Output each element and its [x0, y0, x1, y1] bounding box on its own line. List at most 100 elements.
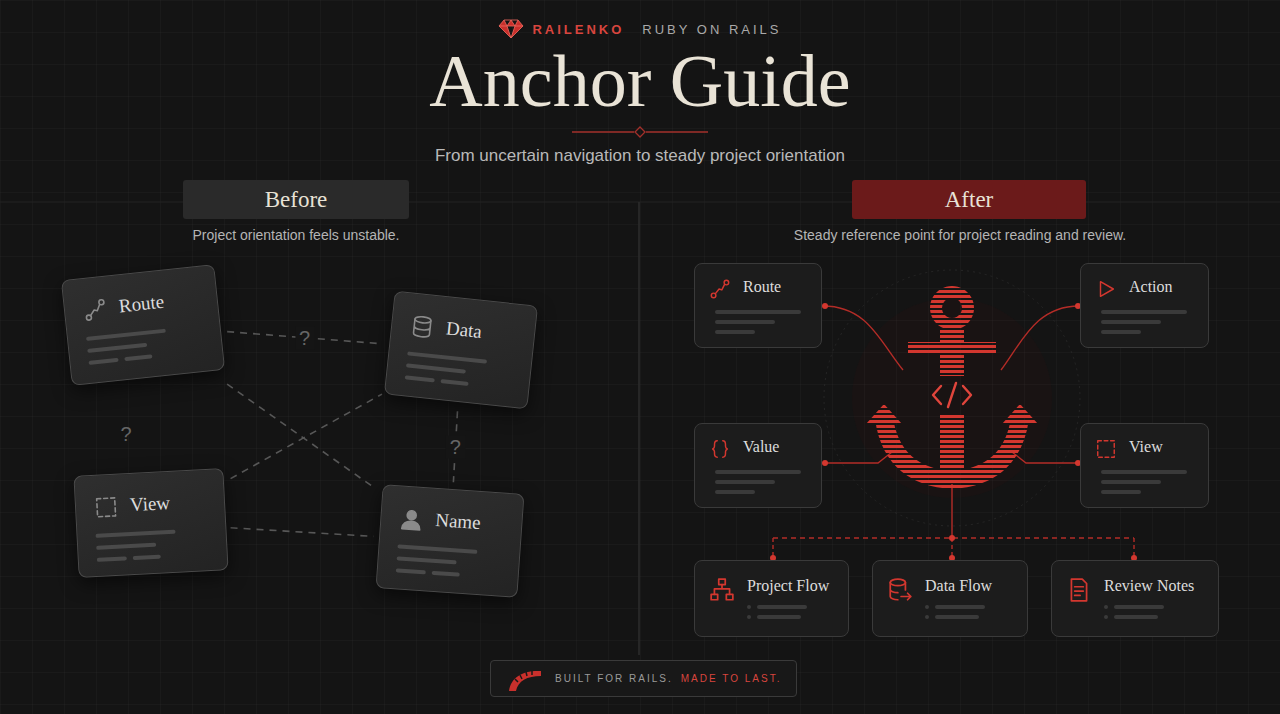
ruby-gem-icon — [498, 19, 524, 39]
placeholder-line — [133, 555, 161, 560]
icon-graphic — [94, 495, 119, 520]
icon-graphic — [709, 438, 731, 460]
anchored-card: Review Notes — [1051, 560, 1219, 637]
placeholder-line — [96, 543, 156, 550]
placeholder-line — [95, 530, 175, 538]
icon-graphic — [1095, 438, 1117, 460]
anchored-card: Action — [1080, 263, 1209, 348]
card-title: View — [129, 492, 170, 516]
placeholder-line — [124, 354, 152, 361]
placeholder-line — [87, 343, 147, 353]
connector-label: ? — [295, 326, 314, 349]
placeholder-line — [397, 544, 477, 554]
placeholder-line — [86, 329, 166, 341]
icon-notes — [1066, 577, 1092, 607]
anchored-card: View — [1080, 423, 1209, 508]
divider-line — [638, 202, 640, 655]
panel-subtitle: Steady reference point for project readi… — [760, 227, 1160, 243]
icon-graphic — [409, 314, 435, 340]
panel-subtitle: Project orientation feels unstable. — [96, 227, 496, 243]
icon-db — [409, 314, 436, 344]
title-ornament — [572, 127, 708, 137]
halo-glow — [852, 298, 1052, 498]
placeholder-line — [1114, 615, 1158, 619]
placeholder-line — [1114, 605, 1164, 609]
dashed-connector — [231, 394, 382, 478]
placeholder-line — [405, 375, 435, 382]
icon-graphic — [82, 297, 108, 323]
placeholder-line — [1101, 330, 1141, 334]
rails-logo — [507, 667, 543, 693]
placeholder-line — [1101, 320, 1161, 324]
placeholder-line — [432, 571, 460, 577]
placeholder-line — [97, 556, 127, 562]
badge-accent: MADE TO LAST. — [681, 673, 782, 684]
placeholder-line — [1101, 490, 1141, 494]
icon-graphic — [1095, 278, 1117, 300]
placeholder-dot — [925, 615, 929, 619]
brand-name: RAILENKO — [532, 22, 624, 37]
tab-label: After — [945, 187, 994, 213]
placeholder-line — [715, 490, 755, 494]
brand-row: RAILENKO RUBY ON RAILS — [0, 18, 1280, 40]
diagram-subtitle: From uncertain navigation to steady proj… — [435, 146, 845, 166]
card-title: Project Flow — [747, 577, 829, 595]
icon-view — [94, 495, 119, 524]
floating-card: Name — [376, 484, 525, 598]
tab-label: Before — [265, 187, 328, 213]
icon-graphic — [709, 577, 735, 603]
placeholder-line — [715, 480, 775, 484]
icon-braces — [709, 438, 731, 464]
brand-tagline: RUBY ON RAILS — [642, 22, 781, 37]
icon-route — [82, 297, 109, 327]
question-mark: ? — [114, 423, 138, 446]
card-title: Route — [118, 291, 165, 318]
card-title: Data — [445, 317, 483, 343]
placeholder-line — [1101, 470, 1187, 474]
connector-label: ? — [446, 435, 465, 458]
placeholder-line — [88, 358, 118, 365]
icon-graphic — [709, 278, 731, 300]
placeholder-line — [715, 310, 801, 314]
anchored-card: Route — [694, 263, 822, 348]
card-title: Name — [435, 509, 482, 534]
rails-logo-graphic — [507, 667, 543, 691]
icon-play — [1095, 278, 1117, 304]
anchored-card: Value — [694, 423, 822, 508]
placeholder-dot — [1104, 605, 1108, 609]
floating-card: View — [73, 468, 228, 578]
card-title: Route — [743, 278, 781, 296]
panel-tab: Before — [183, 180, 409, 219]
icon-graphic — [887, 577, 913, 603]
panel-tab: After — [852, 180, 1086, 219]
placeholder-dot — [925, 605, 929, 609]
icon-view — [1095, 438, 1117, 464]
icon-dbflow — [887, 577, 913, 607]
placeholder-line — [1101, 310, 1187, 314]
floating-card: Data — [384, 291, 538, 409]
dashed-connector — [227, 384, 373, 487]
placeholder-dot — [1104, 615, 1108, 619]
anchored-card: Project Flow — [694, 560, 849, 637]
placeholder-line — [715, 330, 755, 334]
icon-graphic — [399, 506, 425, 532]
subtitle-area: From uncertain navigation to steady proj… — [0, 146, 1280, 166]
placeholder-dot — [747, 605, 751, 609]
placeholder-line — [757, 615, 801, 619]
placeholder-dot — [747, 615, 751, 619]
placeholder-line — [935, 615, 979, 619]
icon-person — [398, 506, 424, 536]
card-title: Data Flow — [925, 577, 992, 595]
placeholder-line — [935, 605, 985, 609]
badge-text: BUILT FOR RAILS. — [555, 673, 673, 684]
icon-route — [709, 278, 731, 304]
placeholder-line — [440, 379, 468, 386]
card-title: Action — [1129, 278, 1173, 296]
diagram-title: Anchor Guide — [429, 44, 850, 118]
placeholder-line — [715, 320, 775, 324]
icon-graphic — [1066, 577, 1092, 603]
dashed-connector — [231, 528, 374, 537]
anchor-illustration — [866, 286, 1038, 480]
